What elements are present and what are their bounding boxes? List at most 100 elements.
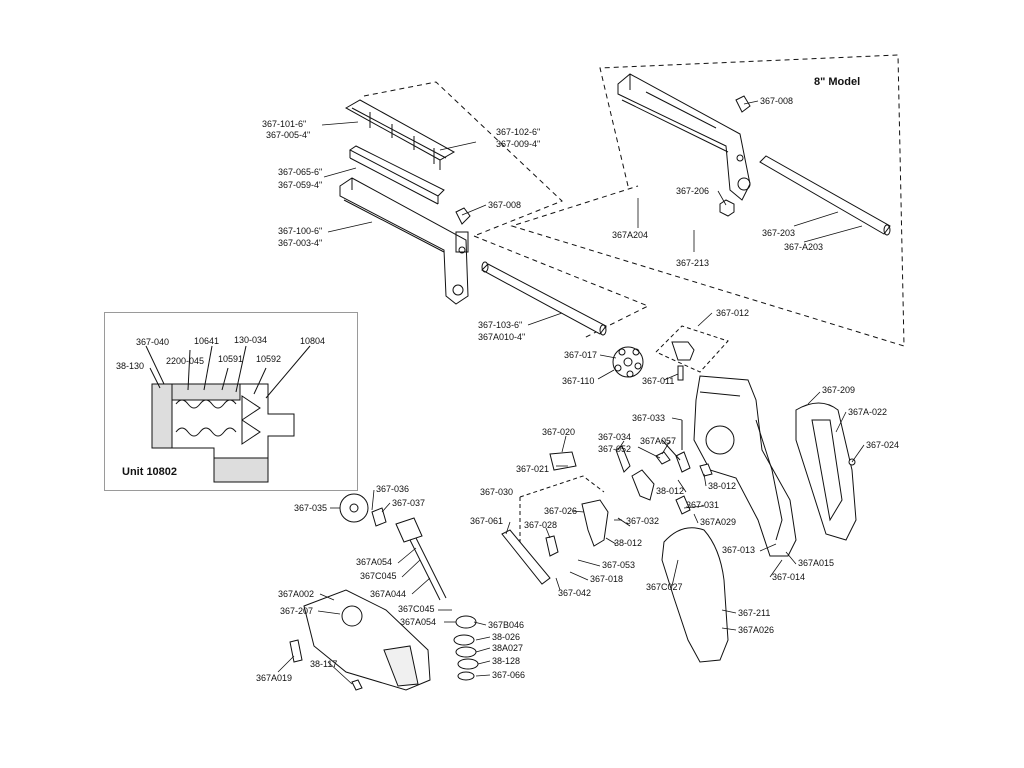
- part-label-367-031: 367-031: [686, 500, 720, 510]
- part-label-367a054-b: 367A054: [400, 617, 437, 627]
- inset-label-130-034: 130-034: [234, 335, 268, 345]
- top-rib-part: [344, 99, 456, 170]
- part-label-367-a203: 367-A203: [784, 242, 824, 252]
- part-label-38-012-a: 38-012: [656, 486, 685, 496]
- part-label-367-024: 367-024: [866, 440, 900, 450]
- inset-label-367-040: 367-040: [136, 337, 170, 347]
- revolver-frame-part: [693, 375, 797, 557]
- inset-cutaway-drawing: [145, 345, 311, 483]
- barrel-shroud-part: [339, 177, 469, 305]
- part-label-367-209: 367-209: [822, 385, 856, 395]
- part-label-367-036: 367-036: [376, 484, 410, 494]
- front-sight-part: [455, 207, 471, 225]
- part-label-367-207: 367-207: [280, 606, 314, 616]
- firing-pin-part: [395, 517, 447, 601]
- part-label-367a010: 367A010-4": [478, 332, 526, 342]
- part-label-367-005: 367-005-4": [266, 130, 311, 140]
- part-label-367-037: 367-037: [392, 498, 426, 508]
- part-label-367-003: 367-003-4": [278, 238, 323, 248]
- part-label-367-102: 367-102-6": [496, 127, 541, 137]
- part-label-367c045-b: 367C045: [398, 604, 435, 614]
- part-label-367-061: 367-061: [470, 516, 504, 526]
- part-label-38-012-c: 38-012: [614, 538, 643, 548]
- springs-part: [453, 615, 479, 681]
- part-label-367a022: 367A-022: [848, 407, 888, 417]
- part-label-367a002: 367A002: [278, 589, 315, 599]
- part-label-367b046: 367B046: [488, 620, 525, 630]
- part-label-38-128: 38-128: [492, 656, 521, 666]
- part-label-367a054-a: 367A054: [356, 557, 393, 567]
- part-label-367-012: 367-012: [716, 308, 750, 318]
- part-label-367-021: 367-021: [516, 464, 550, 474]
- model-8-dashed-frame: [510, 54, 905, 347]
- part-label-367-206: 367-206: [676, 186, 710, 196]
- part-label-38a027: 38A027: [492, 643, 524, 653]
- part-label-367-066: 367-066: [492, 670, 526, 680]
- part-label-367-065: 367-065-6": [278, 167, 323, 177]
- inset-label-10592: 10592: [256, 354, 282, 364]
- part-label-367a019: 367A019: [256, 673, 293, 683]
- part-label-367a015: 367A015: [798, 558, 835, 568]
- left-grip-panel-part: [661, 527, 729, 663]
- part-label-367-013: 367-013: [722, 545, 756, 555]
- right-grip-panel-part: [795, 402, 857, 541]
- part-label-367a057: 367A057: [640, 436, 677, 446]
- cylinder-part: [612, 346, 644, 378]
- cylinder-latch-part: [671, 341, 695, 361]
- model-8-label: 8" Model: [814, 76, 861, 88]
- part-label-38-026: 38-026: [492, 632, 521, 642]
- part-label-367-203: 367-203: [762, 228, 796, 238]
- part-label-367-008-b: 367-008: [760, 96, 794, 106]
- rib-insert-bar: [349, 145, 445, 205]
- part-label-367-059: 367-059-4": [278, 180, 323, 190]
- part-label-367-110: 367-110: [562, 376, 595, 386]
- part-label-367-020: 367-020: [542, 427, 576, 437]
- latch-spring-part: [677, 365, 684, 381]
- part-label-367c045-a: 367C045: [360, 571, 397, 581]
- part-label-367-053: 367-053: [602, 560, 636, 570]
- leader-lines: [277, 100, 865, 685]
- barrel-tube-part: [481, 261, 607, 336]
- side-plate-part: [303, 589, 431, 691]
- part-label-367-018: 367-018: [590, 574, 624, 584]
- part-label-367-213: 367-213: [676, 258, 710, 268]
- part-label-367a204: 367A204: [612, 230, 649, 240]
- part-label-367a029: 367A029: [700, 517, 737, 527]
- part-label-367-042: 367-042: [558, 588, 592, 598]
- model-8-barrel-part: [617, 73, 891, 236]
- inset-label-2200-045: 2200-045: [166, 356, 205, 366]
- part-label-38-012-b: 38-012: [708, 481, 737, 491]
- part-label-367-100: 367-100-6": [278, 226, 323, 236]
- inset-label-38-130: 38-130: [116, 361, 145, 371]
- part-label-367-034: 367-034: [598, 432, 632, 442]
- part-label-367-211: 367-211: [738, 608, 771, 618]
- part-label-367-035: 367-035: [294, 503, 328, 513]
- part-label-367-030: 367-030: [480, 487, 514, 497]
- part-label-367-033: 367-033: [632, 413, 666, 423]
- inset-label-10641: 10641: [194, 336, 220, 346]
- part-label-367-017: 367-017: [564, 350, 598, 360]
- part-label-367-014: 367-014: [772, 572, 806, 582]
- part-label-367-026: 367-026: [544, 506, 578, 516]
- inset-label-10591: 10591: [218, 354, 244, 364]
- part-label-367-103: 367-103-6": [478, 320, 523, 330]
- part-label-38-117: 38-117: [310, 659, 338, 669]
- part-label-367a044: 367A044: [370, 589, 407, 599]
- inset-detail-box: [104, 312, 358, 491]
- part-label-367-028: 367-028: [524, 520, 558, 530]
- part-label-367-009: 367-009-4": [496, 139, 541, 149]
- part-label-367-032: 367-032: [626, 516, 660, 526]
- part-label-367-008-a: 367-008: [488, 200, 522, 210]
- screw-38-117-part: [351, 679, 363, 691]
- trigger-parts: [501, 420, 713, 585]
- part-label-367-101: 367-101-6": [262, 119, 307, 129]
- inset-title: Unit 10802: [122, 466, 178, 478]
- inset-label-10804: 10804: [300, 336, 326, 346]
- part-label-367-052: 367-052: [598, 444, 632, 454]
- hammer-block-part: [339, 493, 387, 527]
- part-label-367-011: 367-011: [642, 376, 675, 386]
- part-label-367c027: 367C027: [646, 582, 683, 592]
- part-label-367a026: 367A026: [738, 625, 775, 635]
